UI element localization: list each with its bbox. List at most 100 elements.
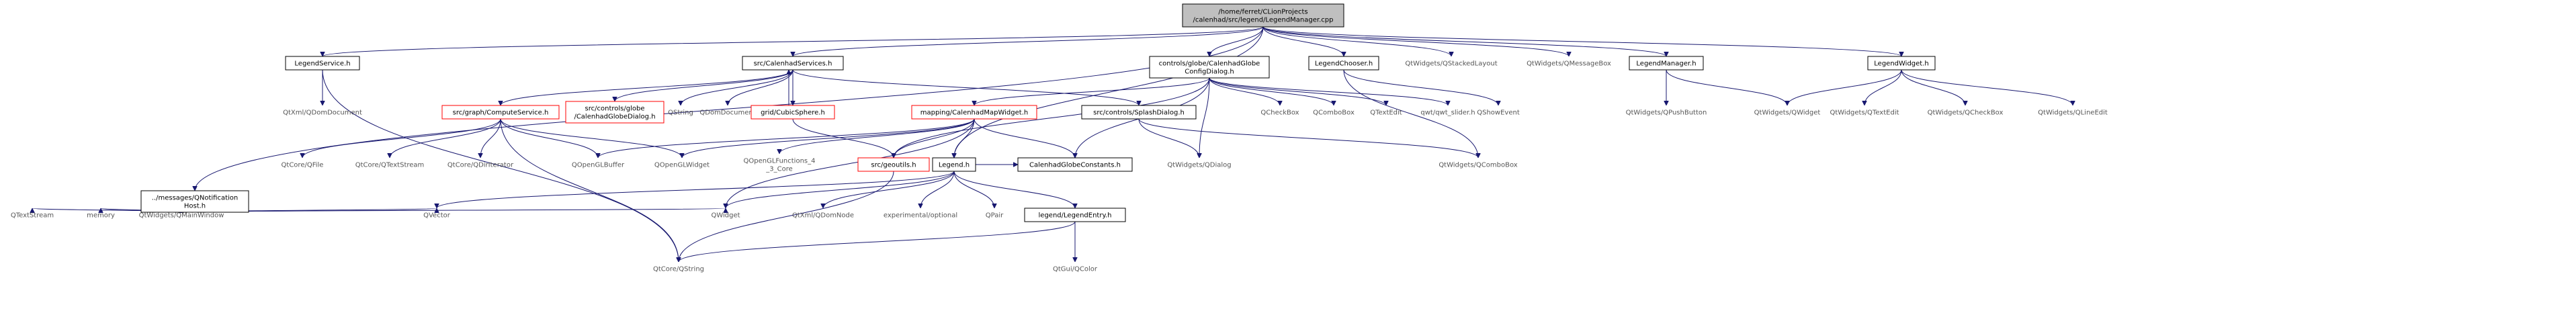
- edge-geoutils-to-qcore_qstring: [679, 171, 894, 262]
- node-box: [1182, 3, 1344, 28]
- node-qpushbutton: QtWidgets/QPushButton: [1626, 109, 1707, 117]
- node-qdomnode: QtXml/QDomNode: [792, 212, 854, 220]
- node-legendservice[interactable]: LegendService.h: [285, 56, 360, 71]
- edge-calenhadservices-to-splashdialog: [792, 69, 1139, 106]
- node-box: [285, 56, 360, 71]
- nodes-layer: /home/ferret/CLionProjects/calenhad/src/…: [11, 3, 2108, 273]
- node-label: QtWidgets/QStackedLayout: [1405, 60, 1497, 68]
- node-label: QPair: [986, 212, 1004, 220]
- node-qtextstream: QTextStream: [11, 212, 54, 220]
- node-optional: experimental/optional: [884, 212, 957, 220]
- edges-layer: [32, 26, 2073, 263]
- node-label: QDomDocument: [699, 109, 755, 117]
- edge-configdialog-to-qcheckbox: [1209, 77, 1280, 106]
- node-qlineedit_w: QtWidgets/QLineEdit: [2038, 109, 2108, 117]
- node-geoutils[interactable]: src/geoutils.h: [857, 157, 930, 172]
- node-qmainwindow: QtWidgets/QMainWindow: [139, 212, 224, 220]
- node-legendmanager[interactable]: LegendManager.h: [1629, 56, 1704, 71]
- edge-calenhadservices-to-globedialog: [615, 69, 793, 102]
- node-qcolor: QtGui/QColor: [1053, 266, 1098, 273]
- edge-root-to-qstackedlayout: [1262, 26, 1451, 57]
- node-qtextedit_w: QtWidgets/QTextEdit: [1830, 109, 1899, 117]
- node-label: src/CalenhadServices.h: [754, 60, 832, 68]
- edge-configdialog-to-qtextedit: [1209, 77, 1386, 106]
- node-memory: memory: [87, 212, 115, 220]
- node-label: src/controls/globe/CalenhadGlobeDialog.h: [574, 105, 655, 121]
- edge-legendchooser-to-qshowevent: [1343, 69, 1498, 106]
- node-legend[interactable]: Legend.h: [932, 157, 976, 172]
- node-mapwidget[interactable]: mapping/CalenhadMapWidget.h: [911, 105, 1037, 120]
- node-globeconstants[interactable]: CalenhadGlobeConstants.h: [1017, 157, 1133, 172]
- node-label: mapping/CalenhadMapWidget.h: [920, 109, 1028, 117]
- node-label: qwt/qwt_slider.h: [1420, 109, 1475, 117]
- node-globedialog[interactable]: src/controls/globe/CalenhadGlobeDialog.h: [565, 101, 664, 124]
- edge-qnotification-to-qwidget: [194, 208, 726, 212]
- node-label: src/controls/SplashDialog.h: [1093, 109, 1185, 117]
- node-box: [441, 105, 560, 120]
- node-box: [565, 101, 664, 124]
- node-qopenglfunctions: QOpenGLFunctions_4_3_Core: [743, 158, 815, 173]
- node-label: grid/CubicSphere.h: [761, 109, 825, 117]
- node-label: src/graph/ComputeService.h: [453, 109, 549, 117]
- node-qdomdocument: QDomDocument: [699, 109, 755, 117]
- node-label: QTextEdit: [1370, 109, 1402, 117]
- node-label: QtWidgets/QCheckBox: [1928, 109, 2004, 117]
- node-label: QtXml/QDomDocument: [283, 109, 362, 117]
- node-qfile: QtCore/QFile: [282, 162, 324, 169]
- node-qstring: QString: [668, 109, 693, 117]
- node-cubicsphere[interactable]: grid/CubicSphere.h: [750, 105, 835, 120]
- node-qwidget: QWidget: [711, 212, 740, 220]
- node-qstackedlayout: QtWidgets/QStackedLayout: [1405, 60, 1497, 68]
- node-legendwidget[interactable]: LegendWidget.h: [1867, 56, 1936, 71]
- node-qcheckbox_w: QtWidgets/QCheckBox: [1928, 109, 2004, 117]
- node-qcombobox_w: QtWidgets/QComboBox: [1439, 162, 1517, 169]
- node-label: QOpenGLBuffer: [572, 162, 625, 169]
- edge-mapwidget-to-globeconstants: [974, 118, 1075, 159]
- edge-root-to-qmessagebox: [1262, 26, 1569, 57]
- node-box: [932, 157, 976, 172]
- edge-mapwidget-to-qopenglbuffer: [598, 118, 975, 159]
- node-qtextstream_core: QtCore/QTextStream: [355, 162, 425, 169]
- edge-cubicsphere-to-geoutils: [792, 118, 894, 159]
- edge-calenhadservices-to-computeservice: [501, 69, 793, 106]
- node-label: QtXml/QDomNode: [792, 212, 854, 220]
- node-qshowevent: QShowEvent: [1477, 109, 1520, 117]
- node-label: Legend.h: [939, 162, 970, 169]
- node-label: QtWidgets/QLineEdit: [2038, 109, 2108, 117]
- node-calenhadservices[interactable]: src/CalenhadServices.h: [742, 56, 844, 71]
- edge-root-to-legend: [954, 26, 1264, 158]
- node-legendchooser[interactable]: LegendChooser.h: [1308, 56, 1379, 71]
- node-label: QVector: [423, 212, 451, 220]
- edge-calenhadservices-to-qdomdocument: [728, 69, 793, 106]
- node-qmessagebox: QtWidgets/QMessageBox: [1527, 60, 1611, 68]
- node-label: QtWidgets/QPushButton: [1626, 109, 1707, 117]
- edge-root-to-legendservice: [323, 26, 1264, 57]
- edge-legend-to-qdomnode: [823, 171, 955, 209]
- edge-legend-to-legendentry: [953, 171, 1075, 209]
- edge-computeservice-to-qtextstream_core: [390, 118, 501, 159]
- node-qcore_qstring: QtCore/QString: [653, 266, 704, 273]
- node-qcombobox: QComboBox: [1313, 109, 1355, 117]
- edge-legendwidget-to-qwidget_w: [1787, 69, 1902, 106]
- node-legendentry[interactable]: legend/LegendEntry.h: [1024, 208, 1126, 222]
- node-splashdialog[interactable]: src/controls/SplashDialog.h: [1081, 105, 1197, 120]
- edge-mapwidget-to-legend: [954, 118, 975, 158]
- node-computeservice[interactable]: src/graph/ComputeService.h: [441, 105, 560, 120]
- node-label: QCheckBox: [1260, 109, 1299, 117]
- node-label: QTextStream: [11, 212, 54, 220]
- node-label: QtCore/QTextStream: [355, 162, 425, 169]
- edge-computeservice-to-qopenglbuffer: [500, 118, 598, 159]
- node-qopenglwidget: QOpenGLWidget: [654, 162, 710, 169]
- edge-root-to-legendchooser: [1262, 26, 1344, 57]
- node-box: [140, 190, 249, 213]
- node-qcheckbox: QCheckBox: [1260, 109, 1299, 117]
- node-qpair: QPair: [986, 212, 1004, 220]
- edge-legendchooser-to-qcombobox_w: [1343, 69, 1478, 158]
- edge-legendentry-to-qcore_qstring: [679, 221, 1076, 263]
- node-label: QtWidgets/QDialog: [1167, 162, 1231, 169]
- node-root[interactable]: /home/ferret/CLionProjects/calenhad/src/…: [1182, 3, 1344, 28]
